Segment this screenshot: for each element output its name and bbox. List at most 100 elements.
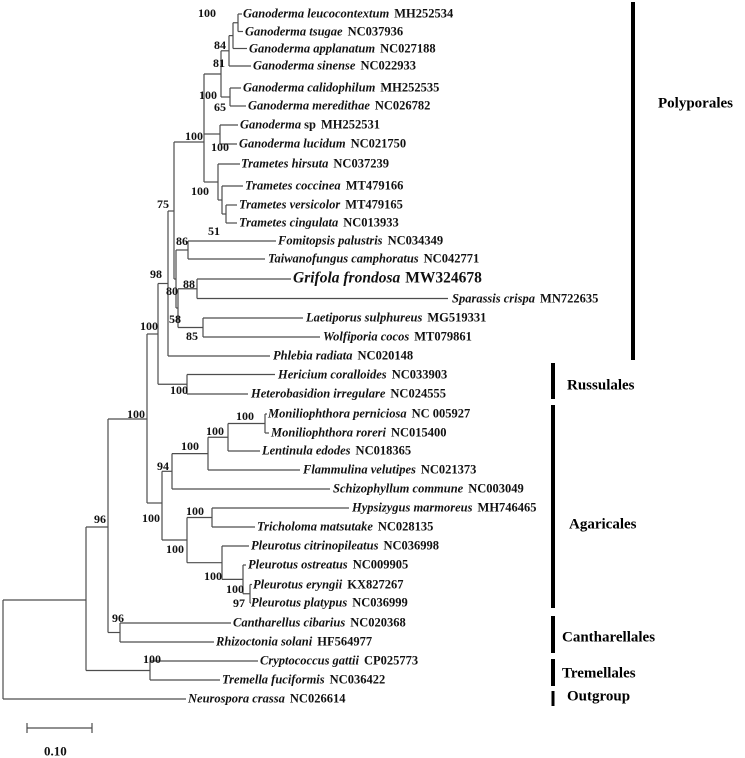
species-name-roman: sp bbox=[304, 117, 316, 132]
species-name: Heterobasidion irregulare bbox=[251, 386, 386, 401]
species-name: Laetiporus sulphureus bbox=[306, 310, 423, 325]
taxon-label: Trametes hirsuta NC037239 bbox=[241, 157, 389, 170]
accession-number: NC028135 bbox=[377, 519, 434, 534]
bootstrap-value: 88 bbox=[183, 277, 195, 291]
accession-number: NC037936 bbox=[347, 23, 404, 38]
accession-number: NC020148 bbox=[357, 348, 414, 363]
accession-number: MH252531 bbox=[320, 117, 380, 132]
accession-number: NC015400 bbox=[390, 425, 447, 440]
accession-number: MT079861 bbox=[414, 329, 472, 344]
species-name: Trametes hirsuta bbox=[241, 156, 329, 171]
species-name: Schizophyllum commune bbox=[333, 481, 464, 496]
species-name: Flammulina velutipes bbox=[303, 462, 416, 477]
accession-number: NC026614 bbox=[289, 691, 346, 706]
taxon-label: Cryptococcus gattii CP025773 bbox=[260, 654, 418, 667]
species-name: Cryptococcus gattii bbox=[260, 653, 359, 668]
accession-number: MH252534 bbox=[394, 6, 454, 21]
clade-label-polyporales: Polyporales bbox=[658, 95, 733, 112]
bootstrap-value: 100 bbox=[236, 409, 254, 423]
accession-number: NC036998 bbox=[383, 538, 440, 553]
bootstrap-value: 96 bbox=[112, 611, 124, 625]
taxon-label: Flammulina velutipes NC021373 bbox=[303, 463, 476, 476]
accession-number: MG519331 bbox=[427, 310, 487, 325]
species-name: Trametes coccinea bbox=[245, 178, 341, 193]
species-name: Ganoderma bbox=[240, 117, 302, 132]
species-name: Pleurotus citrinopileatus bbox=[251, 538, 379, 553]
accession-number: NC026782 bbox=[374, 98, 431, 113]
clade-label-outgroup: Outgroup bbox=[567, 688, 631, 705]
bootstrap-value: 100 bbox=[140, 319, 158, 333]
species-name: Cantharellus cibarius bbox=[233, 615, 346, 630]
taxon-label: Schizophyllum commune NC003049 bbox=[333, 482, 524, 495]
species-name: Ganoderma applanatum bbox=[249, 40, 376, 55]
bootstrap-value: 96 bbox=[94, 512, 106, 526]
clade-label-agaricales: Agaricales bbox=[569, 516, 637, 533]
species-name: Tremella fuciformis bbox=[222, 672, 325, 687]
bootstrap-value: 81 bbox=[213, 56, 225, 70]
accession-number: MW324678 bbox=[405, 269, 482, 287]
clade-label-russulales: Russulales bbox=[567, 377, 635, 394]
accession-number: MH252535 bbox=[380, 80, 440, 95]
accession-number: NC042771 bbox=[423, 251, 480, 266]
bootstrap-value: 100 bbox=[198, 6, 216, 20]
accession-number: NC 005927 bbox=[411, 406, 471, 421]
accession-number: NC021750 bbox=[350, 136, 407, 151]
bootstrap-value: 100 bbox=[143, 652, 161, 666]
accession-number: NC009905 bbox=[352, 557, 409, 572]
bootstrap-value: 75 bbox=[157, 197, 169, 211]
bootstrap-value: 100 bbox=[170, 383, 188, 397]
bootstrap-value: 98 bbox=[150, 267, 162, 281]
species-name: Grifola frondosa bbox=[293, 269, 401, 287]
bootstrap-value: 85 bbox=[186, 329, 198, 343]
species-name: Ganoderma meredithae bbox=[248, 98, 370, 113]
bootstrap-value: 100 bbox=[211, 140, 229, 154]
bootstrap-value: 100 bbox=[191, 184, 209, 198]
accession-number: NC024555 bbox=[390, 386, 446, 401]
taxon-label: Pleurotus citrinopileatus NC036998 bbox=[251, 539, 439, 552]
bootstrap-value: 100 bbox=[199, 88, 217, 102]
bootstrap-value: 80 bbox=[166, 284, 178, 298]
bootstrap-value: 51 bbox=[208, 224, 220, 238]
accession-number: NC036422 bbox=[329, 672, 386, 687]
bootstrap-value: 100 bbox=[166, 542, 184, 556]
taxon-label: Heterobasidion irregulare NC024555 bbox=[251, 387, 446, 400]
accession-number: NC003049 bbox=[468, 481, 524, 496]
bootstrap-value: 97 bbox=[233, 596, 245, 610]
taxon-label: Ganoderma calidophilum MH252535 bbox=[243, 81, 439, 94]
bootstrap-value: 94 bbox=[157, 459, 169, 473]
species-name: Lentinula edodes bbox=[262, 443, 351, 458]
bootstrap-value: 86 bbox=[176, 234, 188, 248]
accession-number: NC021373 bbox=[420, 462, 477, 477]
bootstrap-value: 100 bbox=[142, 511, 160, 525]
accession-number: CP025773 bbox=[363, 653, 419, 668]
species-name: Fomitopsis palustris bbox=[278, 233, 383, 248]
accession-number: MH746465 bbox=[477, 500, 537, 515]
accession-number: NC034349 bbox=[387, 233, 444, 248]
species-name: Trametes cingulata bbox=[239, 215, 339, 230]
species-name: Wolfiporia cocos bbox=[323, 329, 410, 344]
species-name: Ganoderma calidophilum bbox=[243, 80, 376, 95]
taxon-label: Neurospora crassa NC026614 bbox=[188, 692, 345, 705]
species-name: Ganoderma sinense bbox=[253, 58, 356, 73]
accession-number: NC037239 bbox=[333, 156, 389, 171]
species-name: Neurospora crassa bbox=[188, 691, 285, 706]
taxon-label: Wolfiporia cocos MT079861 bbox=[323, 330, 472, 343]
